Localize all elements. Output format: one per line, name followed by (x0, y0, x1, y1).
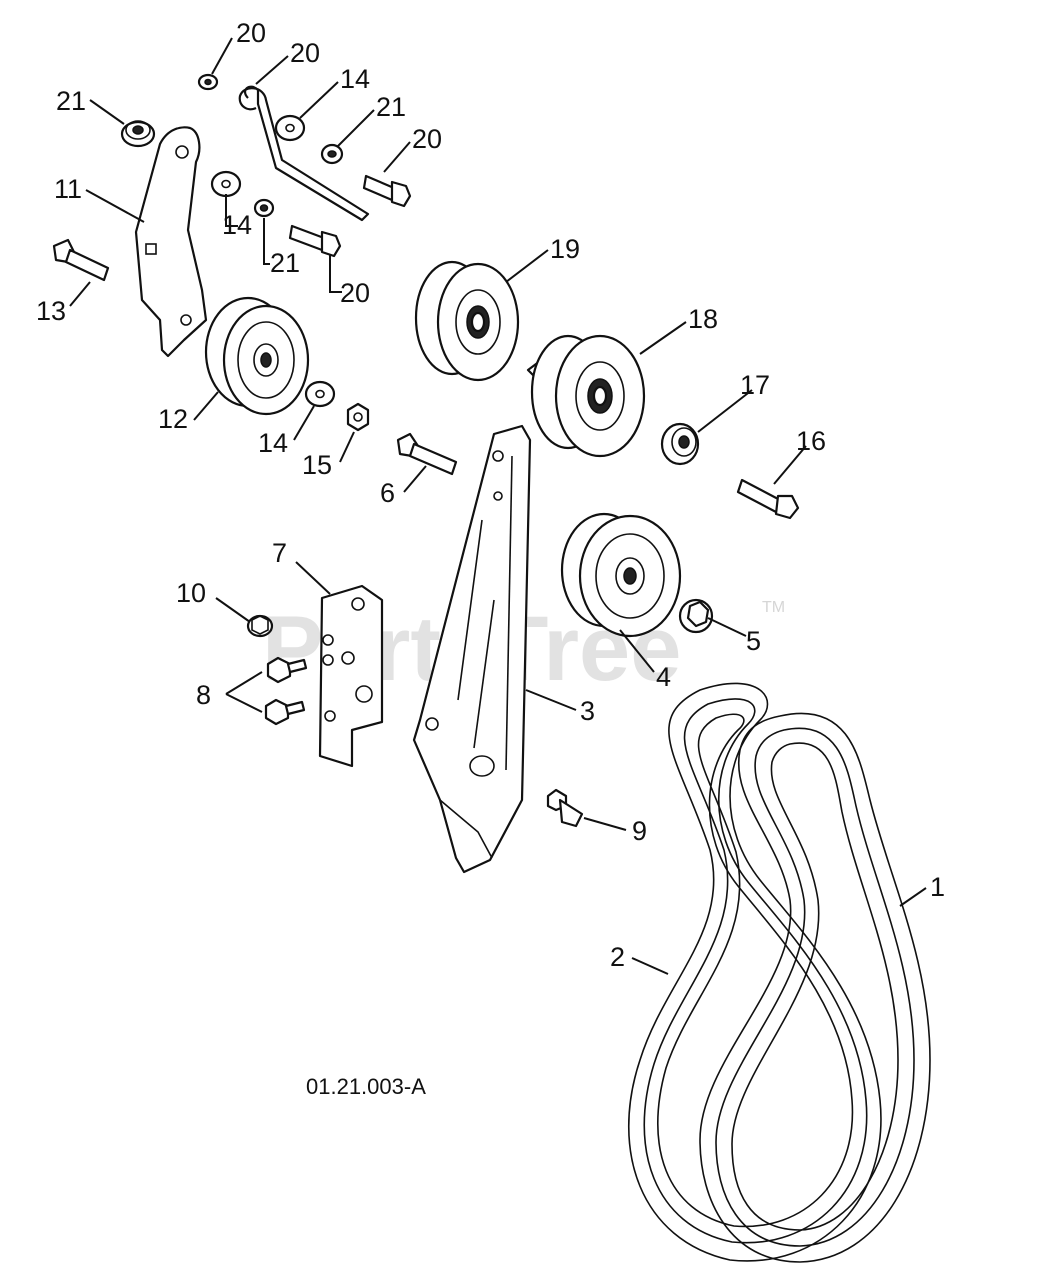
part-5-flange-nut (678, 598, 714, 634)
part-14-flat-washer-mid (210, 170, 242, 198)
callout-labels: 20 20 14 21 20 21 11 14 21 20 13 19 18 1… (36, 18, 945, 972)
callout-13: 13 (36, 296, 66, 326)
callout-20-top: 20 (412, 124, 442, 154)
part-14-flat-washer-top (274, 114, 306, 142)
callout-11: 11 (54, 174, 82, 204)
part-8-bolt-lower (264, 698, 306, 726)
part-11-idler-arm (134, 126, 208, 358)
callout-17: 17 (740, 370, 770, 400)
callout-23: 20 (236, 18, 266, 48)
callout-1: 1 (930, 872, 945, 902)
callout-8: 8 (196, 680, 211, 710)
callout-20-mid: 20 (340, 278, 370, 308)
part-2-drive-belt (627, 682, 882, 1262)
callout-15: 15 (302, 450, 332, 480)
part-19-v-pulley (414, 260, 520, 382)
callout-21-mid: 21 (270, 248, 300, 278)
part-24-spacer (120, 120, 156, 148)
callout-5: 5 (746, 626, 761, 656)
callout-18: 18 (688, 304, 718, 334)
part-23-star-washer (197, 73, 219, 91)
part-3-idler-bracket (412, 424, 532, 874)
part-22-bent-rod (238, 85, 370, 222)
part-20-bolt-top (362, 174, 412, 208)
callout-7: 7 (272, 538, 287, 568)
part-18-v-pulley (526, 334, 646, 458)
callout-24: 21 (56, 86, 86, 116)
callout-6: 6 (380, 478, 395, 508)
callout-21-top: 21 (376, 92, 406, 122)
callout-22: 20 (290, 38, 320, 68)
part-16-bolt (736, 478, 800, 520)
callout-12: 12 (158, 404, 188, 434)
part-6-bolt (396, 432, 458, 476)
callout-4: 4 (656, 662, 671, 692)
part-7-mounting-plate (318, 584, 384, 768)
callout-19: 19 (550, 234, 580, 264)
part-1-drive-belt (699, 712, 931, 1263)
callout-2: 2 (610, 942, 625, 972)
part-10-nut (246, 614, 274, 638)
part-21-lock-washer-top (320, 143, 344, 165)
trademark-mark: TM (762, 599, 785, 616)
part-14-flat-washer-low (304, 380, 336, 408)
callout-14-low: 14 (258, 428, 288, 458)
part-21-lock-washer-mid (253, 198, 275, 218)
part-17-spacer (660, 422, 700, 466)
callout-14-mid: 14 (222, 210, 252, 240)
diagram-reference-code: 01.21.003-A (306, 1074, 426, 1099)
part-13-bolt (52, 238, 110, 282)
callout-3: 3 (580, 696, 595, 726)
callout-16: 16 (796, 426, 826, 456)
leader-lines (69, 37, 927, 975)
part-12-idler-pulley (204, 296, 310, 416)
part-15-nut (346, 402, 370, 432)
callout-14-top: 14 (340, 64, 370, 94)
part-8-bolt-upper (266, 656, 308, 684)
callout-9: 9 (632, 816, 647, 846)
callout-10: 10 (176, 578, 206, 608)
part-4-idler-pulley (560, 512, 682, 638)
part-9-bolt (546, 788, 584, 828)
part-20-bolt-mid (288, 224, 342, 258)
